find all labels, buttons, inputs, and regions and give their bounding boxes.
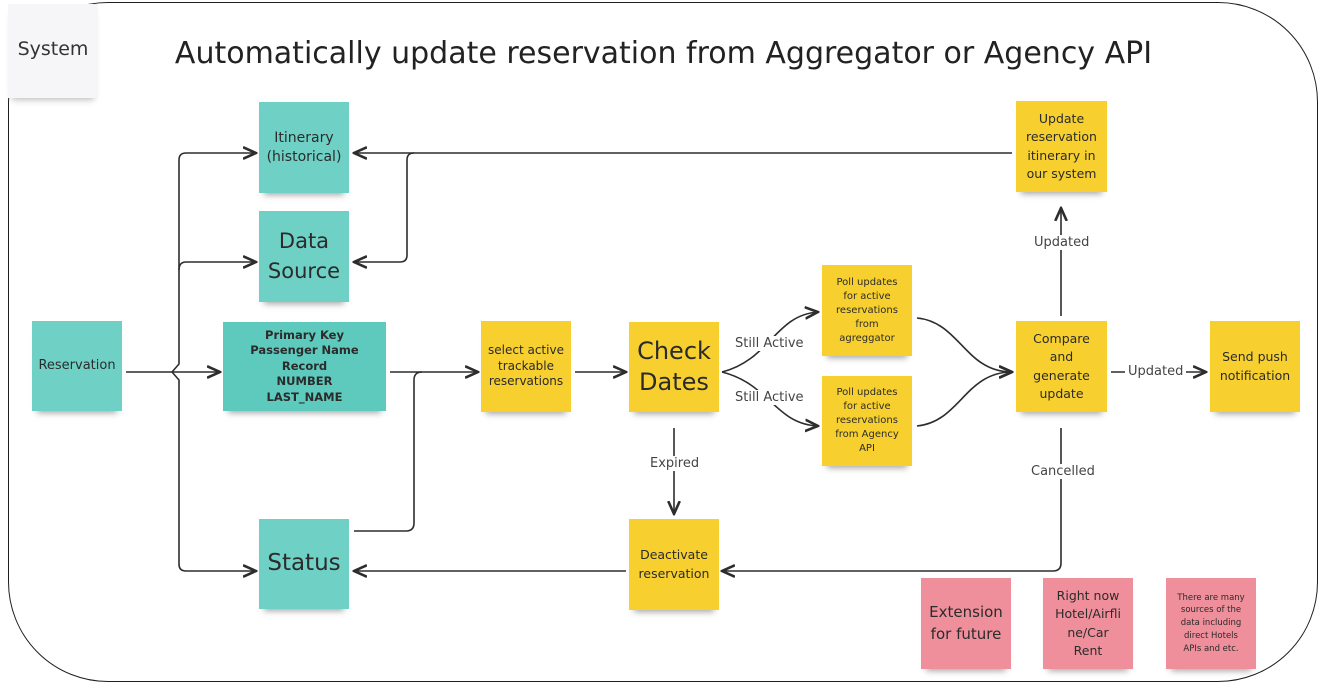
node-poll-aggregator[interactable]: Poll updates for active reservations fro… [822, 265, 912, 356]
node-status[interactable]: Status [259, 519, 349, 609]
node-compare[interactable]: Compare and generate update [1016, 321, 1107, 412]
node-compare-label: Compare and generate update [1033, 331, 1090, 401]
node-deactivate-label: Deactivate reservation [638, 547, 710, 581]
note-extension-label: Extension for future [929, 602, 1003, 643]
node-status-label: Status [267, 550, 341, 577]
note-extension[interactable]: Extension for future [921, 578, 1011, 669]
edge-reservation-to-data-source [178, 262, 256, 271]
edge-label-updated-right: Updated [1125, 364, 1187, 379]
note-right-now[interactable]: Right now Hotel/Airfli ne/Car Rent [1043, 578, 1133, 669]
note-right-now-label: Right now Hotel/Airfli ne/Car Rent [1055, 588, 1121, 658]
node-reservation-label: Reservation [38, 357, 116, 373]
node-update-itinerary-label: Update reservation itinerary in our syst… [1026, 111, 1097, 181]
node-select-active[interactable]: select active trackable reservations [481, 321, 571, 412]
edge-poll-aggregator-to-compare [916, 317, 1012, 372]
edge-label-cancelled: Cancelled [1028, 464, 1098, 479]
edge-compare-to-deactivate [722, 428, 1062, 571]
edge-label-still-active-2: Still Active [732, 390, 807, 405]
edge-label-updated-up: Updated [1031, 235, 1093, 250]
node-check-dates-label: Check Dates [637, 336, 711, 396]
node-update-itinerary[interactable]: Update reservation itinerary in our syst… [1016, 101, 1107, 192]
node-send-push-label: Send push notification [1219, 349, 1291, 383]
edge-status-to-select [354, 371, 423, 532]
diagram-title: Automatically update reservation from Ag… [174, 36, 1153, 71]
note-sources[interactable]: There are many sources of the data inclu… [1166, 578, 1256, 669]
edge-update-to-data-source [354, 152, 415, 262]
node-select-active-label: select active trackable reservations [488, 343, 564, 389]
node-primary-key-label: Primary Key Passenger Name Record NUMBER… [250, 327, 359, 404]
node-data-source[interactable]: Data Source [259, 211, 349, 302]
system-boundary [8, 2, 1318, 682]
node-check-dates[interactable]: Check Dates [629, 322, 719, 412]
node-reservation[interactable]: Reservation [32, 321, 122, 411]
node-primary-key[interactable]: Primary Key Passenger Name Record NUMBER… [223, 322, 386, 411]
edge-poll-agency-to-compare [916, 372, 1012, 427]
edge-reservation-to-itinerary [171, 153, 256, 373]
node-poll-agency[interactable]: Poll updates for active reservations fro… [822, 376, 912, 466]
node-deactivate[interactable]: Deactivate reservation [629, 519, 719, 610]
node-data-source-label: Data Source [267, 229, 341, 283]
node-send-push[interactable]: Send push notification [1210, 321, 1300, 412]
edge-label-expired: Expired [647, 456, 703, 471]
edge-label-still-active-1: Still Active [732, 336, 807, 351]
system-label: System [8, 4, 98, 98]
node-itinerary-label: Itinerary (historical) [266, 130, 342, 165]
edge-reservation-to-status [171, 371, 256, 571]
node-itinerary[interactable]: Itinerary (historical) [259, 102, 349, 193]
note-sources-label: There are many sources of the data inclu… [1177, 592, 1245, 654]
node-poll-aggregator-label: Poll updates for active reservations fro… [836, 276, 898, 344]
node-poll-agency-label: Poll updates for active reservations fro… [835, 387, 899, 454]
